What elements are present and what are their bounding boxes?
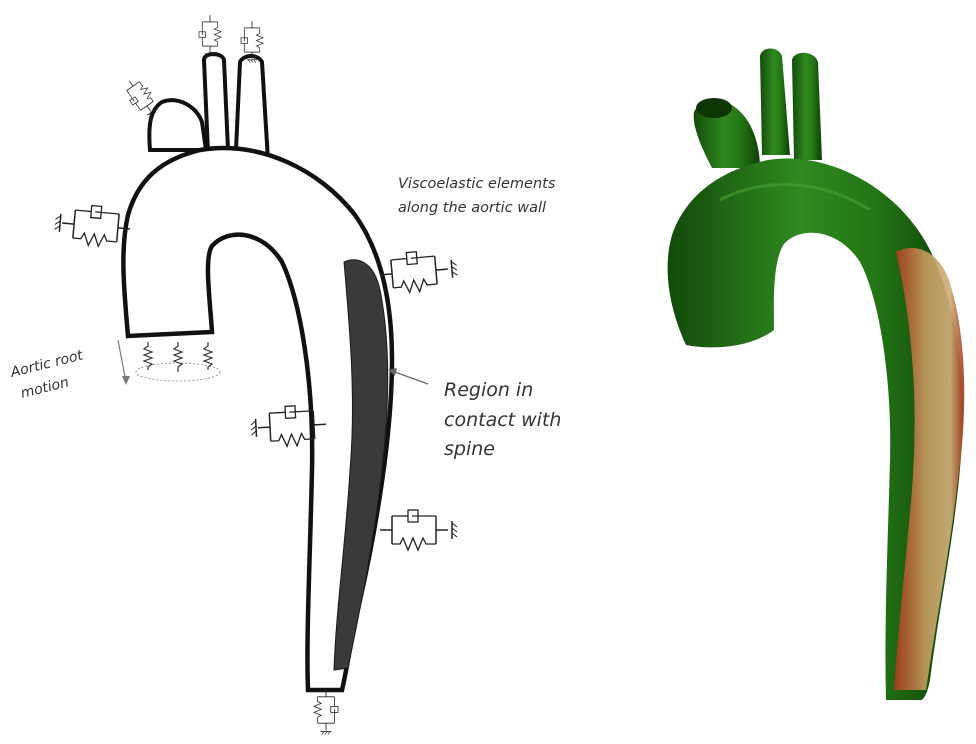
root-motion-arrow	[118, 340, 130, 385]
left-carotid-branch	[204, 54, 228, 152]
left-subclavian-branch	[236, 56, 268, 160]
ve-element-right-arch	[378, 248, 458, 295]
ve-element-bottom	[314, 690, 338, 735]
aortic-root-label-line2: motion	[19, 374, 70, 401]
ve-element-left-arch	[53, 203, 131, 249]
viscoelastic-label-line2: along the aortic wall	[398, 200, 546, 216]
green-left-carotid	[760, 49, 790, 156]
contact-label-line2: contact with	[444, 409, 561, 431]
green-left-subclavian	[792, 53, 822, 160]
viscoelastic-label-line1: Viscoelastic elements	[398, 176, 556, 192]
green-brachiocephalic-opening	[696, 98, 732, 118]
root-springs	[144, 342, 212, 372]
aorta-outline-model	[53, 15, 458, 734]
ve-element-mid-right	[380, 510, 457, 550]
brachiocephalic-branch	[149, 100, 206, 150]
ve-element-carotid-top	[199, 15, 221, 56]
aorta-3d-model	[668, 49, 965, 701]
contact-label-line1: Region in	[444, 379, 533, 401]
aortic-root-label-line1: Aortic root	[8, 347, 85, 381]
contact-label-line3: spine	[444, 438, 495, 460]
